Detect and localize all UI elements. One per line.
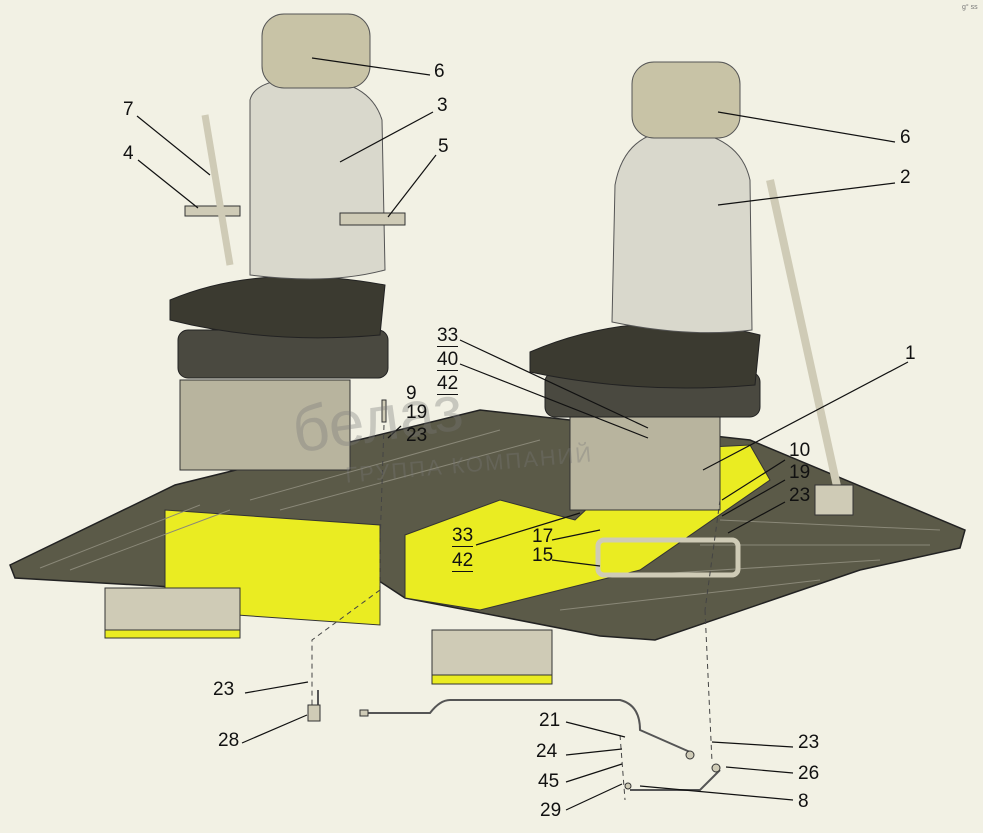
callout-7: 7 bbox=[123, 99, 134, 120]
callout-23-left: 23 bbox=[406, 425, 428, 446]
right-seat bbox=[529, 61, 854, 516]
left-seat bbox=[169, 13, 406, 471]
hardware bbox=[307, 399, 721, 790]
callout-5: 5 bbox=[438, 136, 449, 157]
corner-mark: g° ss bbox=[962, 4, 978, 11]
callout-2: 2 bbox=[900, 167, 911, 188]
callout-6-right: 6 bbox=[900, 127, 911, 148]
callout-1: 1 bbox=[905, 343, 916, 364]
callout-8: 8 bbox=[798, 791, 809, 812]
callout-9: 9 bbox=[406, 383, 417, 404]
tubing bbox=[317, 690, 721, 791]
callout-42-bottom: 42 bbox=[452, 550, 474, 572]
callout-23-right: 23 bbox=[789, 485, 811, 506]
leader-lines bbox=[136, 57, 909, 811]
callout-6-left: 6 bbox=[434, 61, 445, 82]
callout-29: 29 bbox=[540, 800, 562, 821]
callout-33-top: 33 bbox=[437, 325, 459, 347]
callout-45: 45 bbox=[538, 771, 560, 792]
callout-15: 15 bbox=[532, 545, 554, 566]
callout-4: 4 bbox=[123, 143, 134, 164]
callout-33-bottom: 33 bbox=[452, 525, 474, 547]
callout-10: 10 bbox=[789, 440, 811, 461]
callout-42-top: 42 bbox=[437, 373, 459, 395]
callout-23-lower-left: 23 bbox=[213, 679, 235, 700]
callout-28: 28 bbox=[218, 730, 240, 751]
callout-24: 24 bbox=[536, 741, 558, 762]
callout-3: 3 bbox=[437, 95, 448, 116]
callout-26: 26 bbox=[798, 763, 820, 784]
callout-19-left: 19 bbox=[406, 402, 428, 423]
callout-23-lower-right: 23 bbox=[798, 732, 820, 753]
callout-21: 21 bbox=[539, 710, 561, 731]
callout-19-right: 19 bbox=[789, 462, 811, 483]
callout-40: 40 bbox=[437, 349, 459, 371]
callout-17: 17 bbox=[532, 526, 554, 547]
dashed-lines bbox=[311, 424, 721, 801]
